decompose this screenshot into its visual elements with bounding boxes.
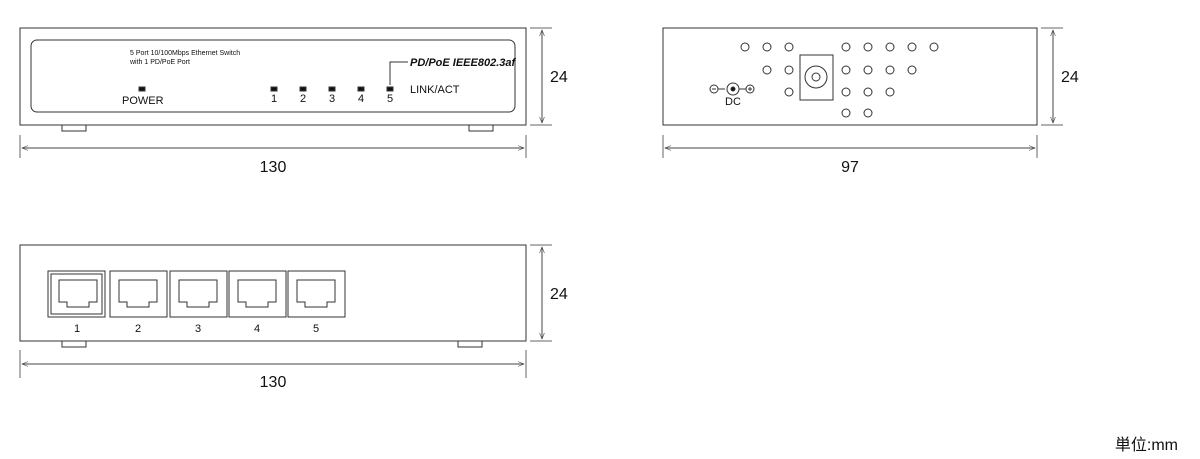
front-height-value: 24	[550, 69, 568, 86]
poe-leader-line	[389, 61, 408, 85]
dc-jack-pin	[811, 72, 821, 82]
rear-view	[19, 244, 552, 378]
led-port-4	[357, 86, 365, 92]
vent-holes	[740, 42, 939, 118]
poe-label: PD/PoE IEEE802.3af	[410, 57, 516, 69]
rear-foot-left	[61, 340, 87, 348]
rj45-port-3	[169, 270, 228, 318]
led-port-5	[386, 86, 394, 92]
dc-jack-outer-ring	[804, 65, 828, 89]
front-port-number-3: 3	[329, 93, 335, 105]
rj45-port-2	[109, 270, 168, 318]
dc-polarity-icon	[709, 82, 755, 96]
rj45-port-1	[47, 270, 106, 318]
rear-port-number-1: 1	[74, 323, 80, 335]
led-port-2	[299, 86, 307, 92]
rear-port-number-2: 2	[135, 323, 141, 335]
rj45-port-4	[228, 270, 287, 318]
front-port-number-1: 1	[271, 93, 277, 105]
side-view	[662, 27, 1063, 158]
power-label: POWER	[122, 95, 164, 107]
rear-foot-right	[457, 340, 483, 348]
side-body	[662, 27, 1038, 126]
front-view	[19, 27, 552, 158]
rear-width-value: 130	[260, 374, 287, 391]
link-act-label: LINK/ACT	[410, 84, 460, 96]
front-panel	[30, 39, 516, 113]
front-description-line-2: with 1 PD/PoE Port	[129, 59, 190, 66]
led-port-3	[328, 86, 336, 92]
front-body	[19, 27, 527, 126]
front-port-number-5: 5	[387, 93, 393, 105]
front-description-line-1: 5 Port 10/100Mbps Ethernet Switch	[130, 50, 240, 57]
rear-body	[19, 244, 527, 342]
front-foot-right	[468, 124, 494, 132]
rear-port-number-5: 5	[313, 323, 319, 335]
unit-label: 単位:mm	[1114, 437, 1178, 454]
front-width-value: 130	[260, 159, 287, 176]
dc-jack	[799, 54, 834, 101]
rj45-port-5	[287, 270, 346, 318]
rear-port-number-3: 3	[195, 323, 201, 335]
side-height-value: 24	[1061, 69, 1079, 86]
front-port-number-4: 4	[358, 93, 364, 105]
led-port-1	[270, 86, 278, 92]
side-width-value: 97	[841, 159, 859, 176]
dc-label: DC	[725, 96, 741, 108]
front-port-number-2: 2	[300, 93, 306, 105]
rear-height-value: 24	[550, 286, 568, 303]
power-led	[138, 86, 146, 92]
front-foot-left	[61, 124, 87, 132]
rear-port-number-4: 4	[254, 323, 260, 335]
